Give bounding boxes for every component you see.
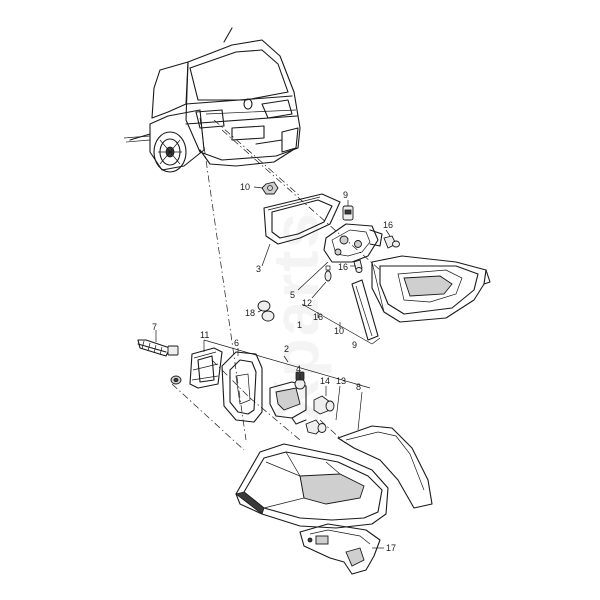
callout-18: 18 xyxy=(245,308,255,318)
callout-16-group: 16 xyxy=(313,312,323,322)
callout-6: 6 xyxy=(234,338,239,348)
callout-3: 3 xyxy=(256,264,261,274)
part-9-reflector xyxy=(351,279,379,341)
callout-15: 14 xyxy=(320,376,330,386)
part-5-bulb-carrier xyxy=(323,223,383,263)
part-16-bulb-lower xyxy=(353,259,363,273)
callout-7: 7 xyxy=(152,322,157,332)
part-7-screw xyxy=(137,339,179,357)
part-16-bulb-upper xyxy=(383,235,400,249)
callout-10-top: 9 xyxy=(343,190,348,200)
callout-10-group: 10 xyxy=(334,326,344,336)
callout-17: 17 xyxy=(386,543,396,553)
part-3-seal xyxy=(263,193,341,245)
part-2-outer-tail-light xyxy=(235,443,389,529)
callout-14: 13 xyxy=(336,376,346,386)
part-14-bulb xyxy=(305,419,327,435)
callout-2: 2 xyxy=(284,344,289,354)
part-10-bulb-holder xyxy=(342,205,354,221)
part-6-seal xyxy=(221,351,263,423)
part-13-bulb xyxy=(324,265,332,282)
part-4-bulb-holder xyxy=(269,371,307,425)
car-rear-illustration xyxy=(123,27,301,173)
callout-labels: 10 9 16 16 3 5 12 18 16 1 10 9 7 11 6 2 … xyxy=(152,182,396,553)
callout-11: 11 xyxy=(200,330,209,340)
callout-4: 4 xyxy=(296,364,301,374)
callout-12: 10 xyxy=(240,182,250,192)
callout-16-mid: 16 xyxy=(338,262,348,272)
part-18-caps xyxy=(257,300,275,322)
leader-lines xyxy=(155,186,391,549)
callout-16-right: 16 xyxy=(383,220,393,230)
part-12-nut xyxy=(261,181,279,195)
part-11-grommet xyxy=(170,375,182,385)
part-15-bulb xyxy=(313,395,335,415)
part-8-trim-cover xyxy=(337,425,433,509)
part-17-bracket xyxy=(299,523,381,575)
callout-8: 8 xyxy=(356,382,361,392)
part-11-gasket xyxy=(189,347,223,389)
callout-1: 1 xyxy=(297,320,302,330)
part-1-inner-tail-light xyxy=(371,255,491,323)
assembly-guide-lines xyxy=(171,117,381,451)
callout-5: 5 xyxy=(290,290,295,300)
callout-9: 9 xyxy=(352,340,357,350)
callout-13: 12 xyxy=(302,298,312,308)
